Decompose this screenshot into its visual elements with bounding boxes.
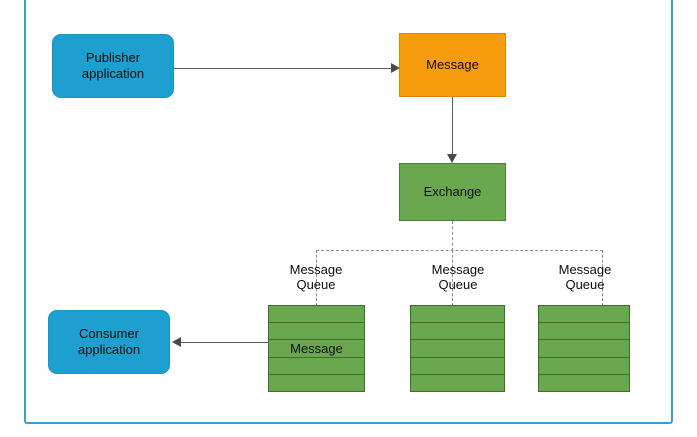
message-node-label: Message [426, 56, 479, 72]
queue-to-consumer-arrowhead [172, 337, 181, 347]
queue-3-label: Message Queue [535, 262, 635, 293]
queue-2-stack[interactable] [410, 305, 505, 392]
queue-2-cell-2[interactable] [411, 323, 504, 341]
message-node[interactable]: Message [399, 33, 506, 97]
exchange-node[interactable]: Exchange [399, 163, 506, 221]
queue-2-label-line2: Queue [438, 277, 478, 293]
message-to-exchange-arrowhead [447, 154, 457, 163]
consumer-application-node[interactable]: Consumer application [48, 310, 170, 374]
publisher-application-node[interactable]: Publisher application [52, 34, 174, 98]
exchange-node-label: Exchange [423, 183, 482, 199]
queue-3-label-line1: Message [558, 262, 612, 277]
queue-1-cell-4[interactable] [269, 358, 364, 375]
queue-1-stack[interactable]: Message [268, 305, 365, 392]
queue-3-cell-3[interactable] [539, 340, 629, 358]
queue-3-cell-2[interactable] [539, 323, 629, 341]
queue-2-cell-4[interactable] [411, 358, 504, 375]
queue-1-label: Message Queue [266, 262, 366, 293]
publisher-label-line2: application [81, 66, 145, 81]
publisher-to-message-arrowhead [391, 63, 400, 73]
queue-2-label: Message Queue [408, 262, 508, 293]
queue-1-cell-2[interactable] [269, 323, 364, 341]
queue-3-stack[interactable] [538, 305, 630, 392]
exchange-dashed-trunk [452, 221, 453, 251]
queue-1-label-line1: Message [289, 262, 343, 277]
queue-3-cell-5[interactable] [539, 375, 629, 391]
consumer-label-line1: Consumer [79, 325, 139, 341]
consumer-application-label: Consumer application [78, 326, 140, 359]
queue-2-cell-1[interactable] [411, 306, 504, 324]
queue-1-label-line2: Queue [296, 277, 336, 293]
publisher-application-label: Publisher application [82, 50, 144, 83]
queue-1-cell-5[interactable] [269, 375, 364, 391]
queue-2-cell-5[interactable] [411, 375, 504, 391]
queue-1-cell-3[interactable]: Message [269, 340, 364, 358]
publisher-to-message-connector [174, 68, 396, 69]
queue-2-cell-3[interactable] [411, 340, 504, 358]
queue-to-consumer-connector [178, 342, 269, 343]
message-to-exchange-connector [452, 97, 453, 157]
queue-3-label-line2: Queue [565, 277, 605, 293]
publisher-label-line1: Publisher [85, 49, 141, 65]
consumer-label-line2: application [77, 342, 141, 357]
dashed-branch-queue-1 [316, 250, 317, 306]
queue-3-cell-1[interactable] [539, 306, 629, 324]
dashed-branch-queue-2 [452, 250, 453, 306]
exchange-dashed-bus [316, 250, 603, 251]
queue-2-label-line1: Message [431, 262, 485, 277]
dashed-branch-queue-3 [602, 250, 603, 306]
queue-3-cell-4[interactable] [539, 358, 629, 375]
queue-1-cell-1[interactable] [269, 306, 364, 324]
